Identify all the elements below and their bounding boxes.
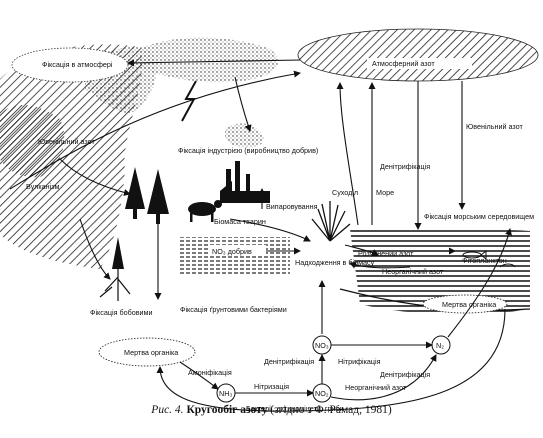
label-industrial-fixation: Фіксація індустрією (виробництво добрив) xyxy=(178,146,318,155)
label-no3-fertilizers: NO₃ добрив xyxy=(212,247,252,256)
caption-source: (згідно з Ф. Рамад, 1981) xyxy=(270,404,392,416)
label-atm-fixation: Фіксація в атмосфері xyxy=(42,60,113,69)
label-denitrification-right: Денітрифікація xyxy=(380,370,430,379)
fish-icon xyxy=(462,249,516,268)
dead-organic-sea-oval xyxy=(422,294,508,314)
volcano-dense xyxy=(0,104,65,178)
dead-organic-soil-oval xyxy=(98,337,196,367)
label-nitrification-right: Нітрифікація xyxy=(338,357,381,366)
legume-plant-icon xyxy=(99,237,131,301)
atmospheric-nitrogen-oval xyxy=(297,28,539,82)
label-juvenile-left: Ювенільний азот xyxy=(38,137,95,146)
label-land: Суходіл xyxy=(332,188,358,197)
label-microbes: Бактерії, актиноміцети, гриби xyxy=(246,404,344,413)
label-sea: Море xyxy=(376,188,394,197)
label-marine-fixation: Фіксація морським середовищем xyxy=(424,212,534,221)
label-legume-fixation: Фіксація бобовими xyxy=(90,308,153,317)
label-no3: NO₃ xyxy=(315,341,329,350)
label-denitrification-top: Денітрифікація xyxy=(380,162,430,171)
label-volcanoes: Вулканізм xyxy=(26,182,60,191)
sea-body xyxy=(350,227,530,315)
storm-cloud xyxy=(140,37,279,83)
flow-arrows xyxy=(9,59,512,412)
label-intake-biomass: Надходження в біомасу xyxy=(295,258,375,267)
sea-bottom xyxy=(339,288,531,311)
caption-fig-number: Рис. 4. xyxy=(151,404,184,416)
grass-icon xyxy=(311,201,351,242)
label-inorganic-nitrogen-bottom: Неорганічний азот xyxy=(345,383,407,392)
label-atm-nitrogen: Атмосферний азот xyxy=(372,59,435,68)
label-denitrification-mid: Денітрифікація xyxy=(264,357,314,366)
label-n2: N₂ xyxy=(436,341,444,350)
caption-title: Кругообіг азоту xyxy=(186,404,268,416)
label-volatilization: Випаровування xyxy=(266,202,318,211)
label-dead-organic-soil: Мертва органіка xyxy=(124,348,178,357)
lightning-bolt xyxy=(181,80,197,122)
label-dead-organic-sea: Мертва органіка xyxy=(442,300,496,309)
label-ammonification: Амоніфікація xyxy=(188,368,232,377)
label-soil-bacteria-fixation: Фіксація ґрунтовими бактеріями xyxy=(180,305,287,314)
label-dissolved-nitrogen: Розчинений азот xyxy=(358,249,414,258)
smoke-plume xyxy=(225,123,264,148)
label-no2: NO₂ xyxy=(315,389,329,398)
factory-icon xyxy=(220,161,270,203)
label-animal-biomass: Біомаса тварин xyxy=(214,217,266,226)
label-inorganic-nitrogen-sea: Неорганічний азот xyxy=(382,267,444,276)
label-nitrification-left: Нітризація xyxy=(254,382,289,391)
animal-icon xyxy=(188,200,222,222)
tree-icon xyxy=(125,167,169,224)
label-juvenile-right: Ювенільний азот xyxy=(466,122,523,131)
figure-caption: Рис. 4. Кругообіг азоту (згідно з Ф. Рам… xyxy=(0,404,543,416)
label-nh3: NH₃ xyxy=(219,389,232,398)
label-phytoplankton: Фітопланктон xyxy=(462,256,507,265)
